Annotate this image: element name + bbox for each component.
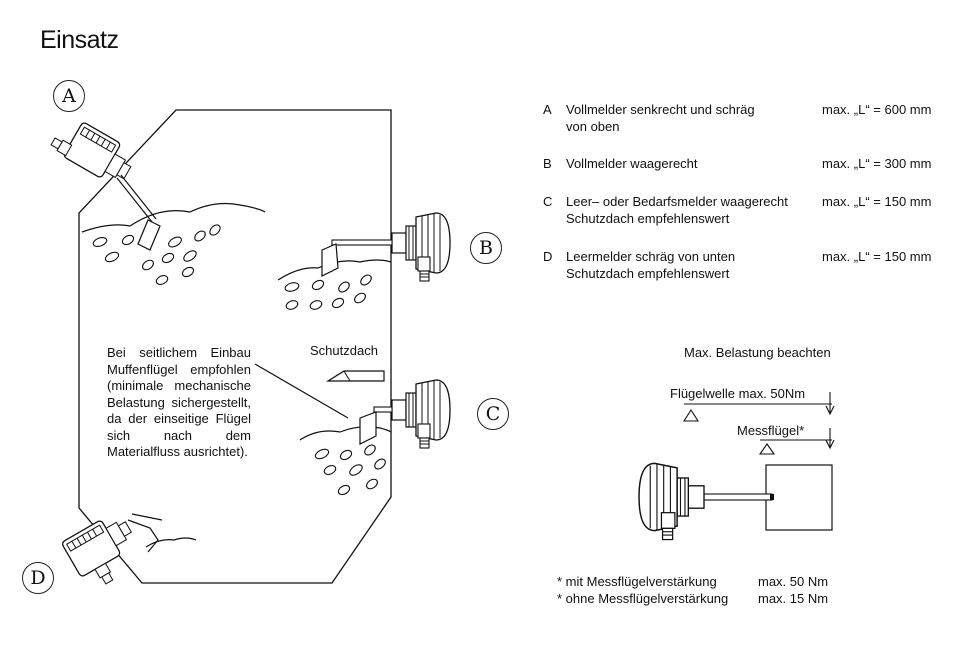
legend-desc-a-line1: Vollmelder senkrecht und schräg xyxy=(566,102,755,117)
legend-letter-c: C xyxy=(543,194,553,209)
legend-desc-c-line1: Leer– oder Bedarfsmelder waagerecht xyxy=(566,194,788,209)
footnote-without-label: * ohne Messflügelverstärkung xyxy=(557,591,729,606)
marker-d: D xyxy=(22,562,54,594)
legend-desc-a-line2: von oben xyxy=(566,119,620,134)
load-title: Max. Belastung beachten xyxy=(684,345,831,360)
shaft-label: Flügelwelle max. 50Nm xyxy=(670,386,806,401)
marker-b: B xyxy=(470,232,502,264)
installation-note: Bei seitlichem Einbau Muffenflügel empfo… xyxy=(107,345,251,459)
marker-c: C xyxy=(477,398,509,430)
schutzdach-label: Schutzdach xyxy=(310,343,378,358)
legend-desc-d-line1: Leermelder schräg von unten xyxy=(566,249,736,264)
legend-letter-d: D xyxy=(543,249,553,264)
marker-a: A xyxy=(53,80,85,112)
legend-max-a: max. „L“ = 600 mm xyxy=(822,102,932,117)
blade-label: Messflügel* xyxy=(737,423,805,438)
sensor-a xyxy=(50,122,132,180)
page-title: Einsatz xyxy=(40,26,119,54)
legend-max-c: max. „L“ = 150 mm xyxy=(822,194,932,209)
footnote-with-label: * mit Messflügelverstärkung xyxy=(557,574,717,589)
legend-desc-b-line1: Vollmelder waagerecht xyxy=(566,156,698,171)
sensor-d xyxy=(62,520,133,585)
legend-letter-a: A xyxy=(543,102,552,117)
footnote-without-value: max. 15 Nm xyxy=(758,591,829,606)
footnote-with-value: max. 50 Nm xyxy=(758,574,829,589)
legend-max-b: max. „L“ = 300 mm xyxy=(822,156,932,171)
legend-desc-d-line2: Schutzdach empfehlenswert xyxy=(566,266,730,281)
legend-max-d: max. „L“ = 150 mm xyxy=(822,249,932,264)
legend-desc-c-line2: Schutzdach empfehlenswert xyxy=(566,211,730,226)
legend-letter-b: B xyxy=(543,156,552,171)
